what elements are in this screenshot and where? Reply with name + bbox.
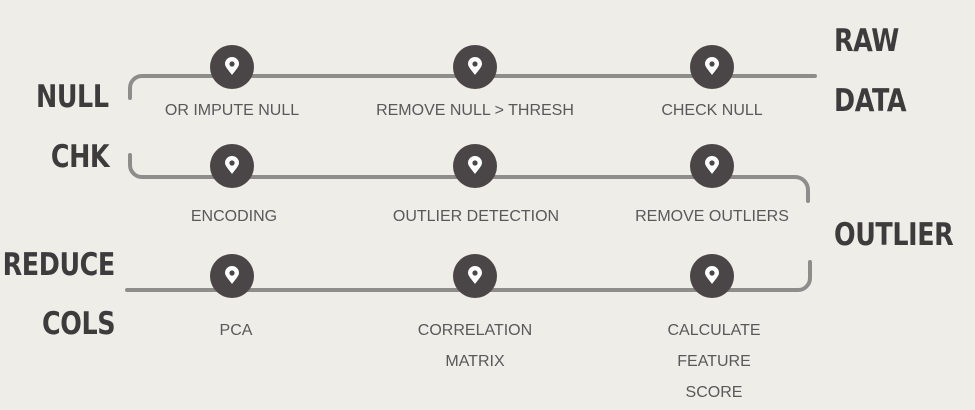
step-marker[interactable] (210, 144, 254, 188)
step-label-pca: PCA (116, 315, 356, 346)
step-label-or-impute-null: OR IMPUTE NULL (112, 95, 352, 126)
stage-label-reduce-cols-line-1: REDUCE (2, 247, 116, 283)
step-marker[interactable] (690, 254, 734, 298)
stage-label-null-chk: NULL (36, 82, 109, 113)
stage-label-null-chk-2: CHK (50, 139, 110, 175)
step-label-line: PCA (219, 322, 253, 339)
location-pin-hole (472, 160, 478, 166)
step-markers (210, 45, 734, 298)
stage-label-raw-data-line-1: RAW (834, 23, 899, 59)
stage-label-null-chk-line-1: NULL (36, 79, 109, 115)
step-label-calculate-feature-score: CALCULATE FEATURE SCORE (594, 315, 834, 408)
step-label-line: REMOVE NULL > THRESH (376, 102, 574, 119)
step-label-line: CORRELATION (417, 322, 533, 339)
stage-label-outlier-line-1: OUTLIER (834, 217, 954, 253)
step-label-line: MATRIX (445, 353, 505, 370)
stage-label-raw-data-line-2: DATA (834, 83, 907, 119)
location-pin-hole (472, 61, 478, 67)
location-pin-hole (472, 270, 478, 276)
step-label-line: CALCULATE (667, 322, 761, 339)
step-marker[interactable] (210, 254, 254, 298)
stage-label-reduce-cols-line-2: COLS (41, 306, 116, 342)
step-label-line: SCORE (685, 384, 743, 401)
step-label-line: OUTLIER DETECTION (392, 208, 560, 225)
step-label-line: REMOVE OUTLIERS (635, 208, 789, 225)
step-marker[interactable] (210, 45, 254, 89)
step-label-line: OR IMPUTE NULL (164, 102, 300, 119)
step-marker[interactable] (453, 254, 497, 298)
step-marker[interactable] (453, 45, 497, 89)
stage-label-raw-data: RAW (834, 26, 899, 57)
step-label-encoding: ENCODING (114, 201, 354, 232)
step-label-line: ENCODING (190, 208, 278, 225)
location-pin-hole (709, 270, 715, 276)
step-label-check-null: CHECK NULL (592, 95, 832, 126)
location-pin-hole (229, 270, 235, 276)
step-marker[interactable] (453, 144, 497, 188)
step-marker[interactable] (690, 144, 734, 188)
track-segment (125, 260, 812, 292)
step-label-line: CHECK NULL (661, 102, 763, 119)
step-label-correlation-matrix: CORRELATION MATRIX (355, 315, 595, 377)
step-label-remove-outliers: REMOVE OUTLIERS (592, 201, 832, 232)
location-pin-hole (709, 61, 715, 67)
location-pin-hole (229, 61, 235, 67)
stage-label-null-chk-line-2: CHK (50, 139, 110, 175)
track-segment (128, 74, 817, 100)
location-pin-hole (709, 160, 715, 166)
step-label-line: FEATURE (677, 353, 751, 370)
step-label-outlier-detection: OUTLIER DETECTION (356, 201, 596, 232)
stage-label-reduce-cols-2: COLS (41, 306, 116, 342)
step-marker[interactable] (690, 45, 734, 89)
stage-label-outlier: OUTLIER (834, 217, 954, 253)
location-pin-hole (229, 160, 235, 166)
stage-label-raw-data-2: DATA (834, 83, 907, 119)
stage-label-reduce-cols: REDUCE (2, 247, 116, 283)
step-label-remove-null-thresh: REMOVE NULL > THRESH (355, 95, 595, 126)
